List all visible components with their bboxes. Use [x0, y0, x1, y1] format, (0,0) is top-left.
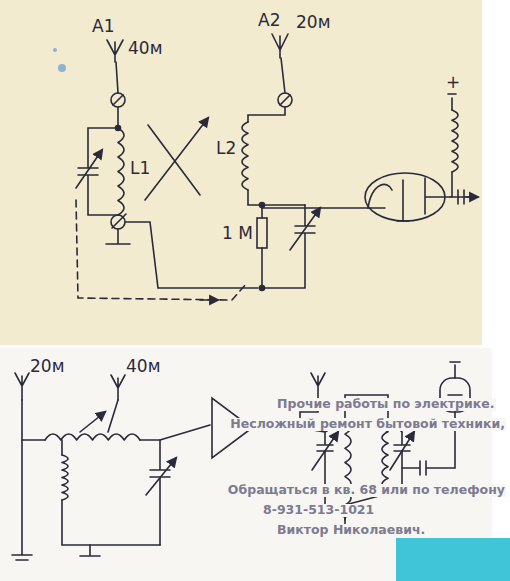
watermark-text: Прочие работы по электрике.	[276, 398, 496, 411]
part-label: 20м	[296, 14, 330, 31]
cathode	[368, 184, 392, 208]
coil-symbol	[452, 110, 458, 172]
capacitor-symbol	[140, 440, 170, 545]
part-label: L2	[216, 140, 236, 157]
terminal-mark	[113, 95, 123, 105]
ground-symbol	[106, 229, 130, 244]
wire	[451, 172, 453, 197]
tap-arrow	[80, 412, 105, 432]
variable-arrow	[146, 458, 176, 495]
wire	[160, 425, 210, 440]
coil-symbol	[45, 434, 140, 440]
terminal-mark	[112, 214, 126, 228]
coil-symbol	[62, 455, 68, 500]
coupling-arrow	[145, 118, 208, 200]
coil-symbol	[242, 122, 248, 190]
terminal	[278, 93, 292, 107]
watermark-text: 8-931-513-1021	[262, 504, 375, 517]
wire	[116, 62, 118, 128]
wire	[248, 58, 285, 122]
wire	[22, 400, 45, 440]
antenna-symbol	[272, 34, 288, 58]
wire	[108, 400, 118, 432]
dashed-link	[76, 200, 246, 300]
antenna-symbol	[111, 375, 125, 400]
top-paper	[0, 0, 482, 345]
part-label: A2	[258, 12, 280, 29]
variable-arrow	[312, 432, 338, 470]
capacitor-symbol	[78, 128, 118, 215]
part-label: +	[446, 74, 460, 91]
part-label: 40м	[128, 40, 162, 57]
antenna-symbol	[107, 40, 123, 62]
wire	[261, 248, 263, 288]
coupling-line	[148, 125, 200, 195]
watermark-text: Виктор Николаевич.	[276, 524, 426, 537]
wire	[248, 190, 305, 205]
coil-symbol	[382, 420, 388, 490]
ink-spot	[53, 48, 57, 52]
terminal-mark	[280, 95, 290, 105]
part-label: 20м	[30, 358, 64, 375]
terminal	[111, 93, 125, 107]
part-label: 1 М	[222, 225, 253, 242]
part-label: 40м	[126, 358, 160, 375]
tube-electrodes	[448, 362, 462, 395]
antenna-symbol	[15, 373, 29, 400]
antenna-symbol	[311, 373, 325, 400]
variable-arrow	[290, 208, 320, 250]
supply-terminal	[448, 94, 456, 110]
coil-symbol	[118, 128, 124, 215]
watermark-text: Обращаться в кв. 68 или по телефону	[227, 484, 506, 497]
watermark-text: Несложный ремонт бытовой техники,	[229, 418, 506, 431]
terminal	[111, 215, 125, 229]
part-label: L1	[130, 160, 150, 177]
ground-symbol	[80, 545, 100, 556]
part-label: A1	[92, 18, 114, 35]
grid	[397, 180, 409, 221]
cyan-block	[396, 538, 510, 581]
dashed-arrow	[200, 299, 218, 301]
capacitor-symbol	[262, 205, 315, 288]
plate	[425, 178, 450, 214]
variable-arrow	[76, 150, 102, 188]
resistor-symbol	[257, 218, 267, 248]
wire	[125, 222, 258, 288]
output-arrow	[466, 196, 478, 198]
ink-spot	[58, 64, 66, 72]
ground-symbol	[12, 440, 32, 560]
variable-arrow	[390, 432, 414, 470]
wire	[62, 440, 160, 545]
